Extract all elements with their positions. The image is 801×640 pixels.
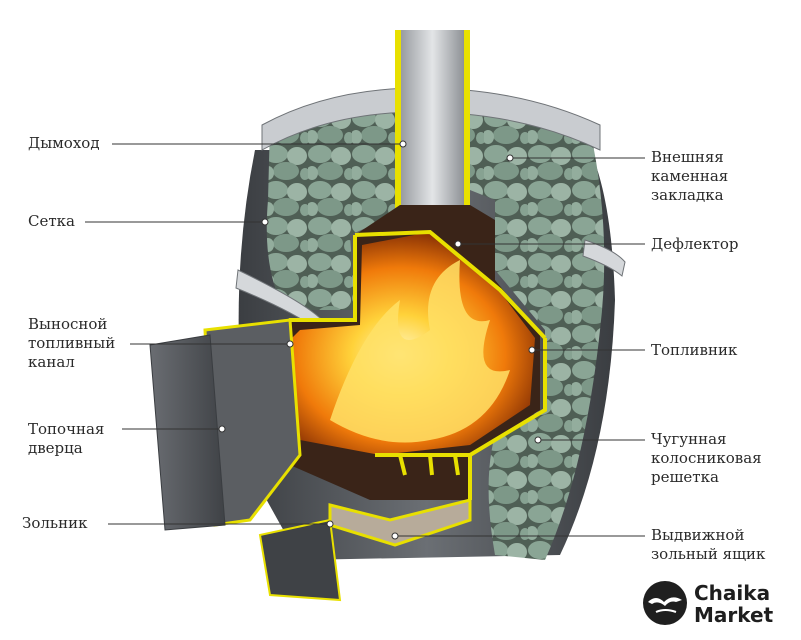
label-grate: Чугунная колосниковая решетка bbox=[651, 430, 762, 486]
label-ash-pit: Зольник bbox=[22, 514, 88, 532]
label-firebox: Топливник bbox=[651, 341, 738, 359]
chimney-pipe bbox=[395, 30, 470, 220]
leader-dot-firebox-door bbox=[218, 425, 226, 433]
chimney-outline bbox=[395, 30, 401, 220]
leader-dot-fuel-channel bbox=[286, 340, 294, 348]
inner-stone-filling bbox=[470, 92, 605, 560]
flame-tongues bbox=[330, 260, 510, 443]
chaika-market-logo: Chaika Market bbox=[642, 580, 792, 630]
cast-iron-grate bbox=[375, 453, 470, 476]
leader-dot-ash-pit bbox=[326, 520, 334, 528]
label-fuel-channel: Выносной топливный канал bbox=[28, 315, 116, 371]
leader-dot-outer-stones bbox=[506, 154, 514, 162]
label-mesh: Сетка bbox=[28, 212, 75, 230]
mesh-band-top bbox=[261, 87, 601, 151]
leader-dot-chimney bbox=[399, 140, 407, 148]
leader-dot-ash-drawer bbox=[391, 532, 399, 540]
leader-lines bbox=[85, 143, 645, 537]
seagull-logo-icon bbox=[643, 581, 687, 625]
leader-dots bbox=[218, 140, 542, 540]
leader-dot-deflector bbox=[454, 240, 462, 248]
firebox-door-shape bbox=[149, 334, 226, 531]
ash-pit bbox=[258, 518, 342, 602]
label-firebox-door: Топочная дверца bbox=[28, 420, 105, 457]
deflector bbox=[354, 229, 547, 340]
outer-stone-filling bbox=[266, 90, 395, 310]
label-outer-stones: Внешняя каменная закладка bbox=[651, 148, 729, 204]
chimney-outline bbox=[464, 30, 470, 220]
leader-dot-firebox bbox=[528, 346, 536, 354]
label-chimney: Дымоход bbox=[28, 134, 100, 152]
label-ash-drawer: Выдвижной зольный ящик bbox=[651, 526, 766, 563]
leader-dot-mesh bbox=[261, 218, 269, 226]
leader-dot-grate bbox=[534, 436, 542, 444]
mesh-band-right bbox=[582, 239, 626, 277]
logo-text: Chaika Market bbox=[694, 581, 774, 627]
label-deflector: Дефлектор bbox=[651, 235, 739, 253]
